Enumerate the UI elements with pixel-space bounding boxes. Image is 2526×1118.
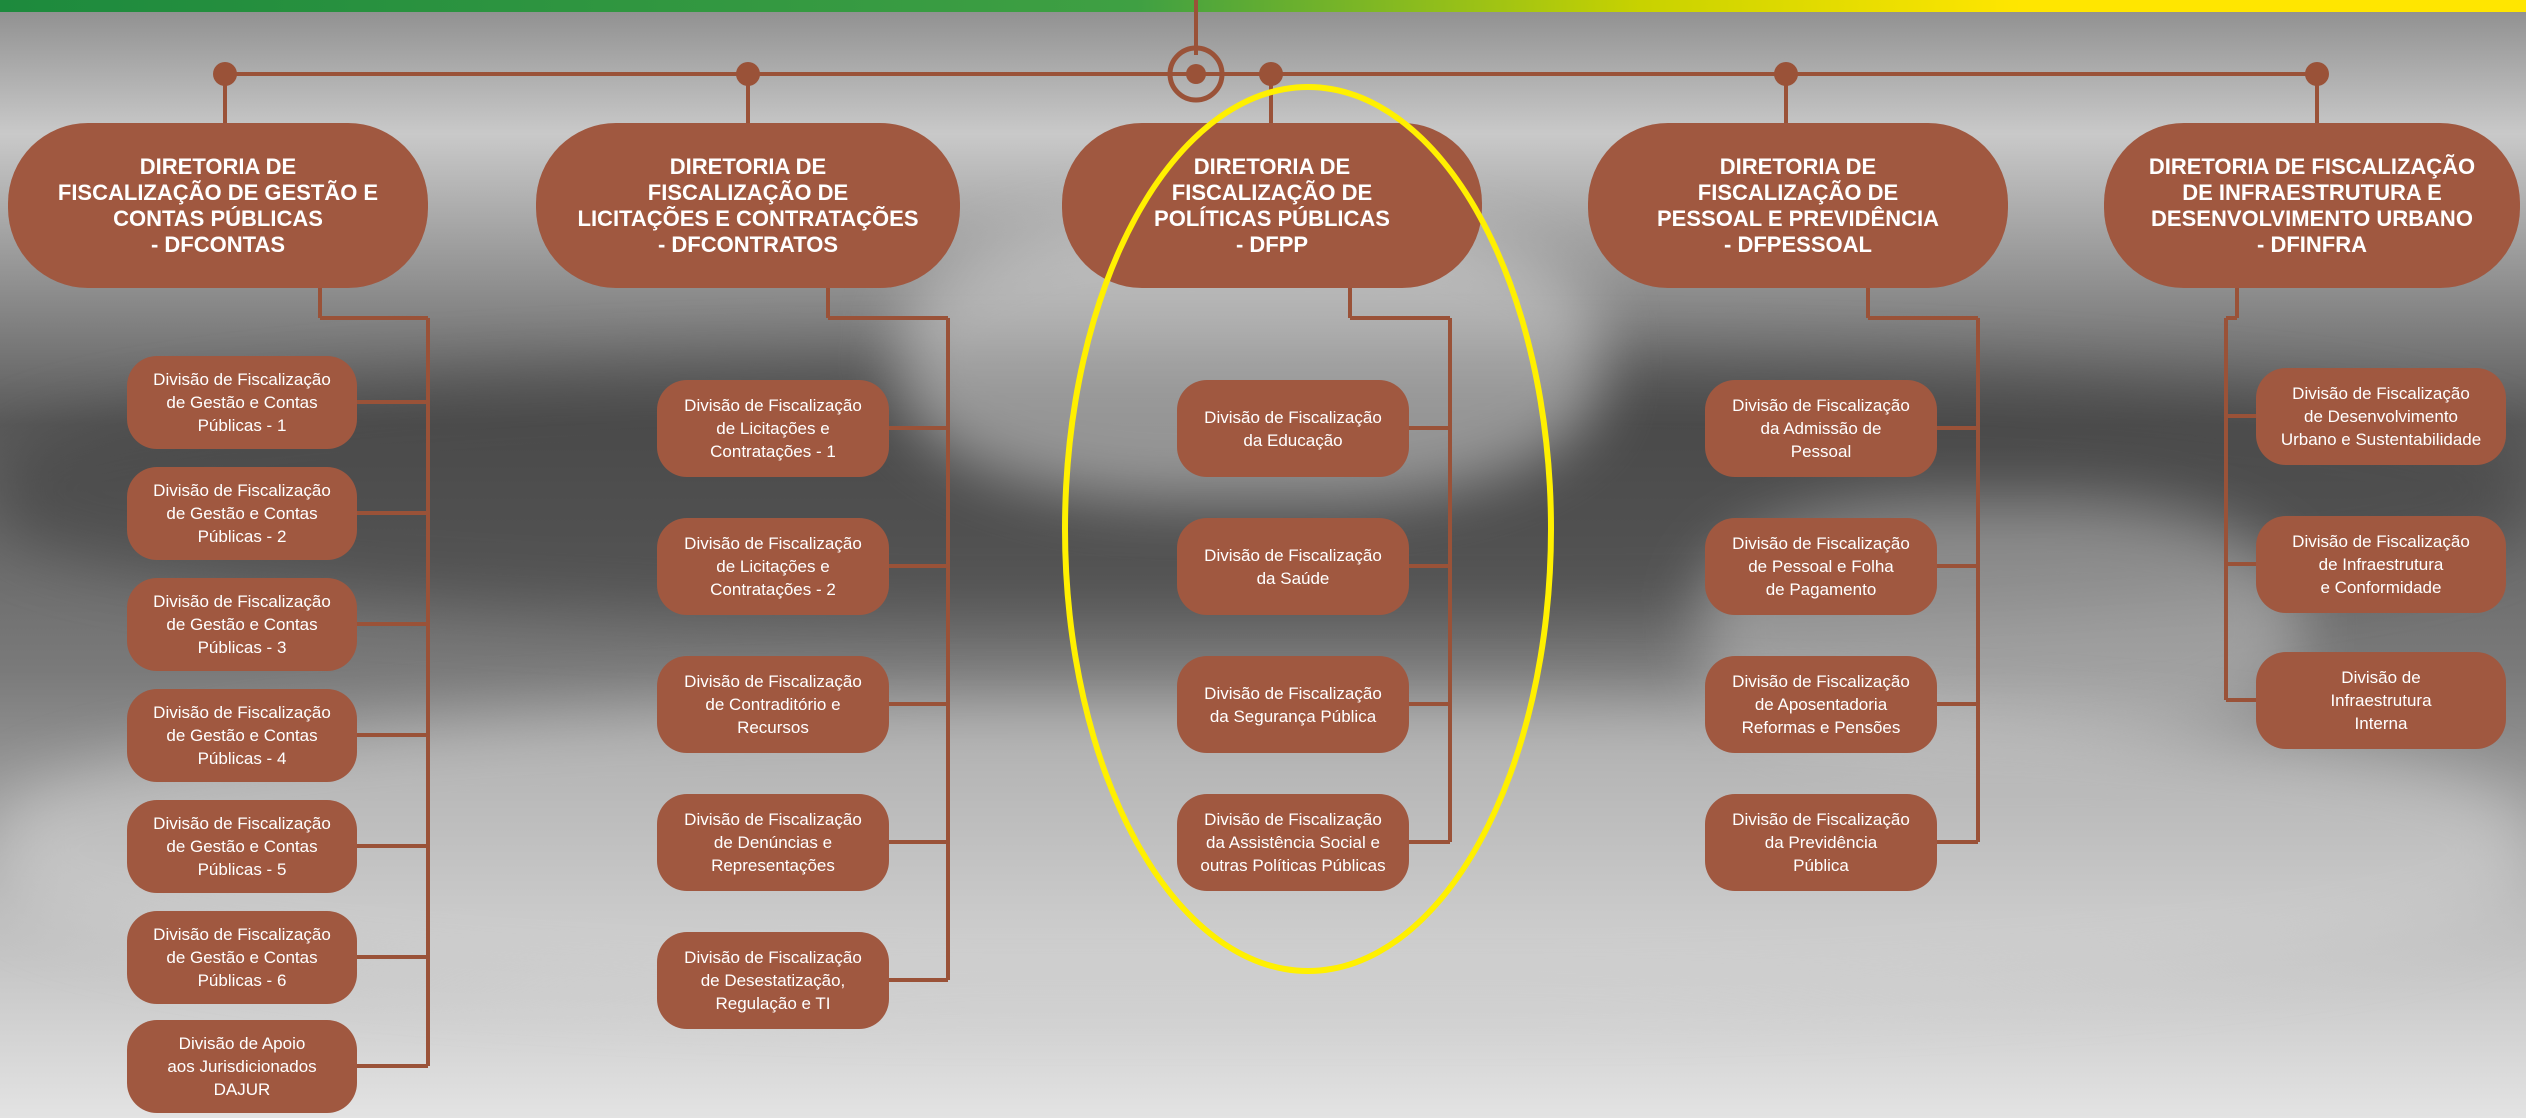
top-color-bar — [0, 0, 2526, 12]
division-dfpessoal-previdencia: Divisão de Fiscalização da Previdência P… — [1705, 794, 1937, 891]
division-dfcontratos-3: Divisão de Fiscalização de Contraditório… — [657, 656, 889, 753]
highlight-ellipse — [1062, 84, 1554, 974]
division-dfcontratos-5: Divisão de Fiscalização de Desestatizaçã… — [657, 932, 889, 1029]
division-dfcontas-5: Divisão de Fiscalização de Gestão e Cont… — [127, 800, 357, 893]
directorate-dfcontratos: DIRETORIA DE FISCALIZAÇÃO DE LICITAÇÕES … — [536, 123, 960, 288]
branch-dot — [1774, 62, 1798, 86]
branch-dot — [736, 62, 760, 86]
root-hub-dot — [1186, 64, 1206, 84]
branch-dot — [2305, 62, 2329, 86]
division-dfcontas-1: Divisão de Fiscalização de Gestão e Cont… — [127, 356, 357, 449]
division-dfcontas-3: Divisão de Fiscalização de Gestão e Cont… — [127, 578, 357, 671]
division-dfpessoal-admissao: Divisão de Fiscalização da Admissão de P… — [1705, 380, 1937, 477]
division-dfpessoal-folha: Divisão de Fiscalização de Pessoal e Fol… — [1705, 518, 1937, 615]
division-dfpessoal-aposentadoria: Divisão de Fiscalização de Aposentadoria… — [1705, 656, 1937, 753]
division-dfcontas-6: Divisão de Fiscalização de Gestão e Cont… — [127, 911, 357, 1004]
directorate-dfpessoal: DIRETORIA DE FISCALIZAÇÃO DE PESSOAL E P… — [1588, 123, 2008, 288]
directorate-dfcontas: DIRETORIA DE FISCALIZAÇÃO DE GESTÃO E CO… — [8, 123, 428, 288]
division-dfcontratos-4: Divisão de Fiscalização de Denúncias e R… — [657, 794, 889, 891]
branch-dot — [1259, 62, 1283, 86]
division-dfinfra-interna: Divisão de Infraestrutura Interna — [2256, 652, 2506, 749]
division-dfinfra-urbano: Divisão de Fiscalização de Desenvolvimen… — [2256, 368, 2506, 465]
division-dfinfra-conformidade: Divisão de Fiscalização de Infraestrutur… — [2256, 516, 2506, 613]
division-dfcontratos-1: Divisão de Fiscalização de Licitações e … — [657, 380, 889, 477]
branch-dot — [213, 62, 237, 86]
directorate-dfinfra: DIRETORIA DE FISCALIZAÇÃO DE INFRAESTRUT… — [2104, 123, 2520, 288]
division-dfcontas-4: Divisão de Fiscalização de Gestão e Cont… — [127, 689, 357, 782]
division-dajur: Divisão de Apoio aos Jurisdicionados DAJ… — [127, 1020, 357, 1113]
root-hub-ring — [1167, 45, 1225, 103]
division-dfcontratos-2: Divisão de Fiscalização de Licitações e … — [657, 518, 889, 615]
division-dfcontas-2: Divisão de Fiscalização de Gestão e Cont… — [127, 467, 357, 560]
